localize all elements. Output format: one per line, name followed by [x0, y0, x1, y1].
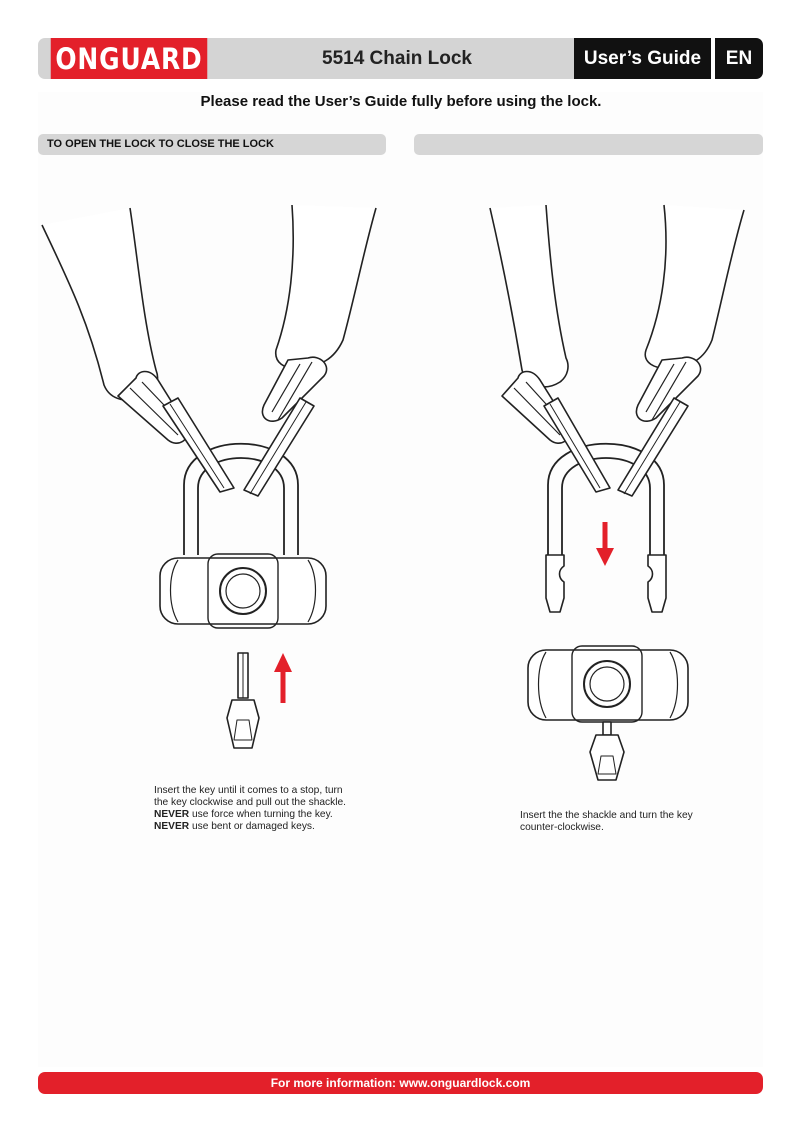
never-label: NEVER	[154, 809, 190, 820]
language-label: EN	[715, 38, 763, 79]
open-line-2: the key clockwise and pull out the shack…	[154, 797, 346, 808]
users-guide-label: User’s Guide	[574, 38, 715, 79]
section-header-open: TO OPEN THE LOCK TO CLOSE THE LOCK	[38, 134, 386, 155]
section-header-close	[414, 134, 763, 155]
warning-text: use bent or damaged keys.	[189, 821, 315, 832]
product-title: 5514 Chain Lock	[322, 47, 472, 69]
open-warning-2: NEVER use bent or damaged keys.	[154, 821, 346, 833]
footer-link[interactable]: For more information: www.onguardlock.co…	[38, 1072, 763, 1094]
header-bar: ONGUARD 5514 Chain Lock User’s Guide EN	[38, 38, 763, 79]
open-instructions: Insert the key until it comes to a stop,…	[154, 785, 346, 833]
intro-text: Please read the User’s Guide fully befor…	[200, 93, 602, 110]
close-instructions: Insert the the shackle and turn the key …	[520, 810, 693, 834]
open-lock-illustration	[41, 204, 377, 749]
never-label: NEVER	[154, 821, 190, 832]
close-line-2: counter-clockwise.	[520, 822, 604, 833]
warning-text: use force when turning the key.	[189, 809, 333, 820]
brand-logo: ONGUARD	[50, 38, 208, 79]
close-lock-illustration	[489, 204, 745, 781]
open-line-1: Insert the key until it comes to a stop,…	[154, 785, 343, 796]
content-background	[38, 92, 763, 1067]
close-line-1: Insert the the shackle and turn the key	[520, 810, 693, 821]
open-warning-1: NEVER use force when turning the key.	[154, 809, 346, 821]
